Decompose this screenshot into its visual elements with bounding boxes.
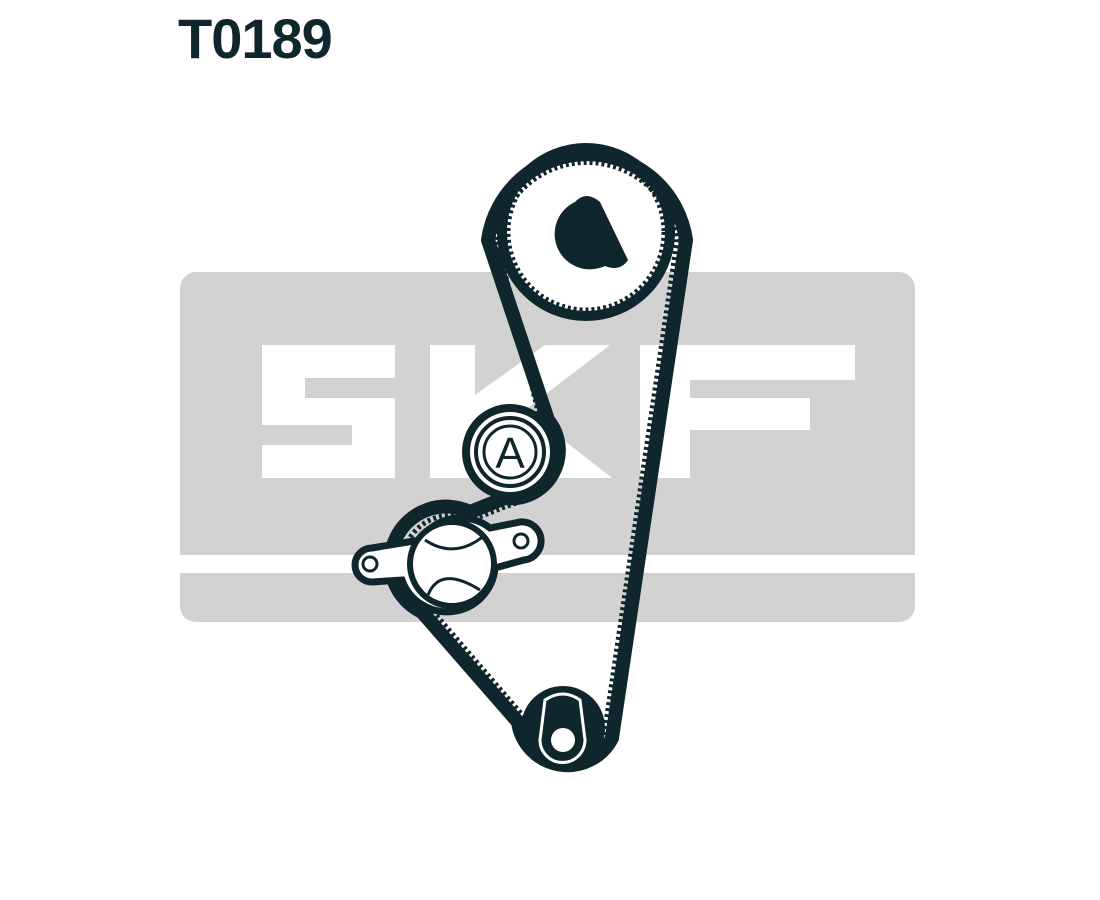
- part-number-title: T0189: [178, 7, 333, 70]
- idler-label: A: [495, 429, 525, 478]
- tensioner: [351, 514, 545, 616]
- crankshaft-pulley: [521, 686, 605, 770]
- idler-pulley: A: [462, 404, 558, 500]
